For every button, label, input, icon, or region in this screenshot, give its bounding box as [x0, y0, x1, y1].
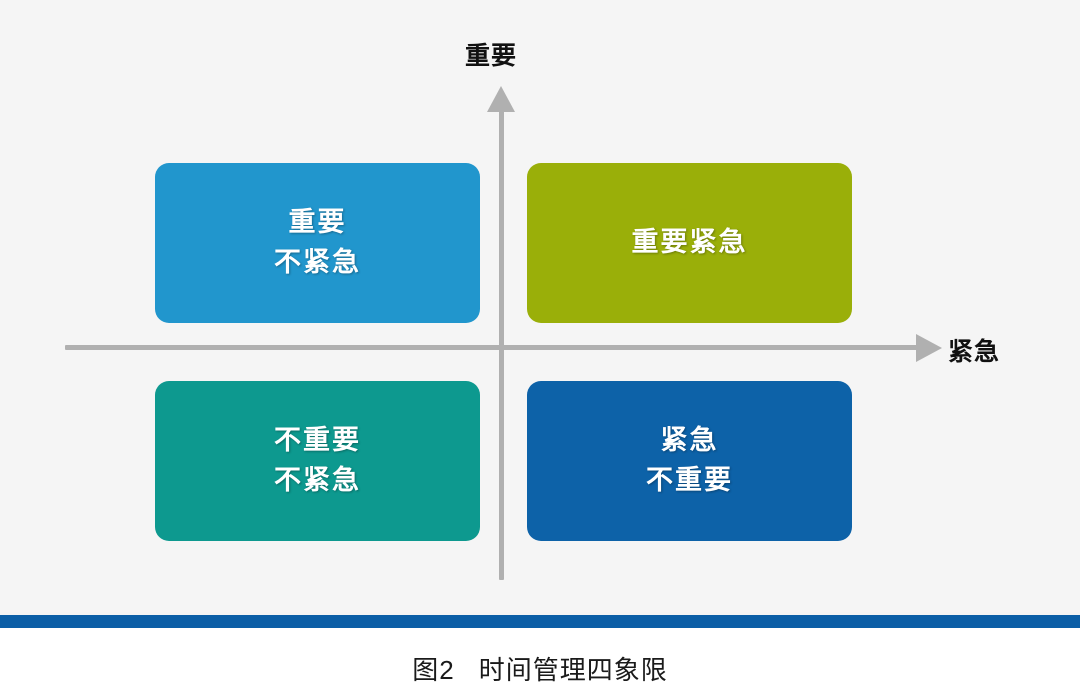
horizontal-axis-label: 紧急: [948, 338, 1001, 366]
quadrant-label-line-1: 紧急: [660, 425, 719, 456]
vertical-axis-line: [499, 110, 504, 580]
figure-caption-title: 时间管理四象限: [478, 655, 668, 685]
accent-rule: [0, 615, 1080, 628]
quadrant-label-line-2: 不紧急: [274, 465, 361, 495]
caption-band: [0, 628, 1080, 699]
vertical-axis-arrow-icon: [487, 86, 515, 112]
diagram-canvas: 重要 紧急 重要 不紧急 重要紧急 不重要 不紧急 紧急 不重要: [65, 42, 1001, 580]
figure-caption-number: 图2: [412, 655, 455, 685]
quadrant-label-line-1: 重要: [288, 207, 347, 238]
quadrant-important-urgent[interactable]: 重要紧急: [527, 163, 861, 330]
quadrant-urgent-not-important[interactable]: 紧急 不重要: [527, 381, 861, 548]
figure-caption: 图2 时间管理四象限: [0, 650, 1080, 687]
quadrant-label-line-1: 重要紧急: [631, 227, 748, 258]
horizontal-axis-line: [65, 345, 920, 350]
quadrant-label-line-2: 不紧急: [274, 247, 361, 277]
horizontal-axis-arrow-icon: [916, 334, 942, 362]
quadrant-label-line-2: 不重要: [646, 465, 733, 495]
quadrant-important-not-urgent[interactable]: 重要 不紧急: [155, 163, 489, 330]
quadrant-label-line-1: 不重要: [274, 425, 361, 456]
vertical-axis-label: 重要: [465, 42, 518, 70]
quadrant-not-important-not-urgent[interactable]: 不重要 不紧急: [155, 381, 489, 548]
